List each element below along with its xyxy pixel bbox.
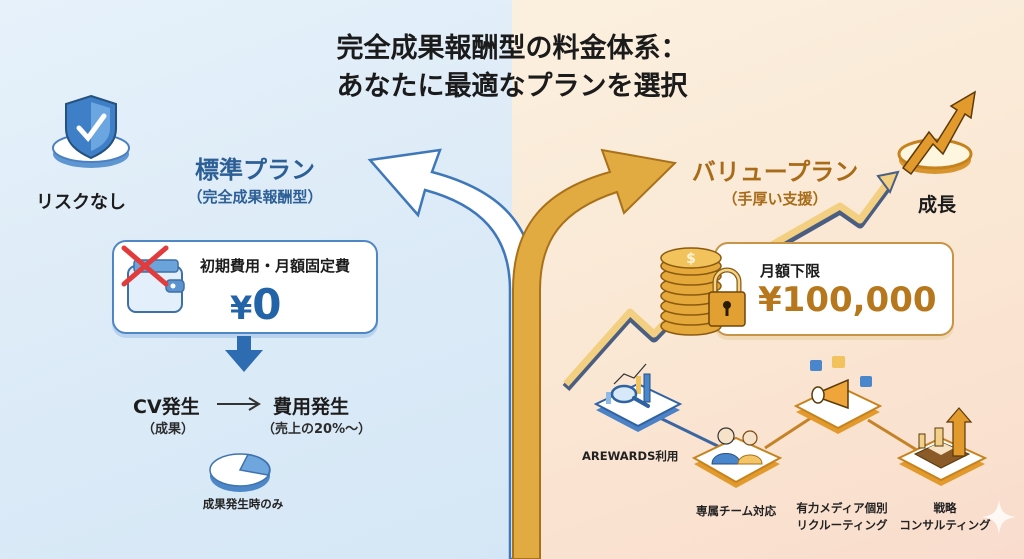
service-media-label: 有力メディア個別 リクルーティング [792,500,892,534]
shield-check-icon [52,94,130,168]
service-strategy-label-line1: 戦略 [933,501,957,515]
down-arrow-icon [225,336,263,372]
cost-occurrence-sub: （売上の20%〜） [262,422,372,437]
growth-arrow-icon [897,90,976,176]
page-title: 完全成果報酬型の料金体系： あなたに最適なプランを選択 [0,30,1024,106]
support-team-icon [691,427,783,488]
coins-lock-icon: $ [660,247,746,336]
standard-price: ¥0 [230,280,282,329]
value-plan-title: バリュープラン [691,158,859,186]
analytics-magnifier-icon [593,363,683,432]
page-title-line2: あなたに最適なプランを選択 [336,71,688,102]
standard-plan-title: 標準プラン [195,156,315,184]
value-price: ¥100,000 [758,280,937,320]
yen-symbol: ¥ [230,289,253,327]
service-media-label-line1: 有力メディア個別 [796,501,888,515]
service-strategy-label-line2: コンサルティング [899,518,991,532]
service-team-label: 専属チーム対応 [696,504,777,518]
initial-monthly-fee-label: 初期費用・月額固定費 [200,257,351,275]
service-media-label-line2: リクルーティング [796,518,888,532]
service-arewards-label: AREWARDS利用 [582,449,679,463]
page-title-line1: 完全成果報酬型の料金体系： [336,33,688,64]
value-plan-subtitle: （手厚い支援） [722,190,828,208]
standard-plan-subtitle: （完全成果報酬型） [187,188,323,206]
cv-occurrence-label: CV発生 [133,396,200,418]
service-strategy-label: 戦略 コンサルティング [895,500,995,534]
pie-caption: 成果発生時のみ [202,497,284,511]
monthly-minimum-label: 月額下限 [760,262,821,280]
wallet-crossed-icon [121,245,185,313]
standard-price-value: 0 [252,280,282,329]
pie-chart-icon [209,453,271,492]
cost-occurrence-label: 費用発生 [273,396,350,418]
sparkle-icon [982,500,1016,534]
svg-text:$: $ [686,251,696,267]
right-arrow-icon [217,397,261,411]
growth-label: 成長 [918,194,957,216]
megaphone-icon [793,356,883,434]
cv-occurrence-sub: （成果） [142,422,195,437]
chess-strategy-icon [896,407,988,486]
value-fee-card [714,242,954,336]
risk-free-label: リスクなし [36,192,126,213]
